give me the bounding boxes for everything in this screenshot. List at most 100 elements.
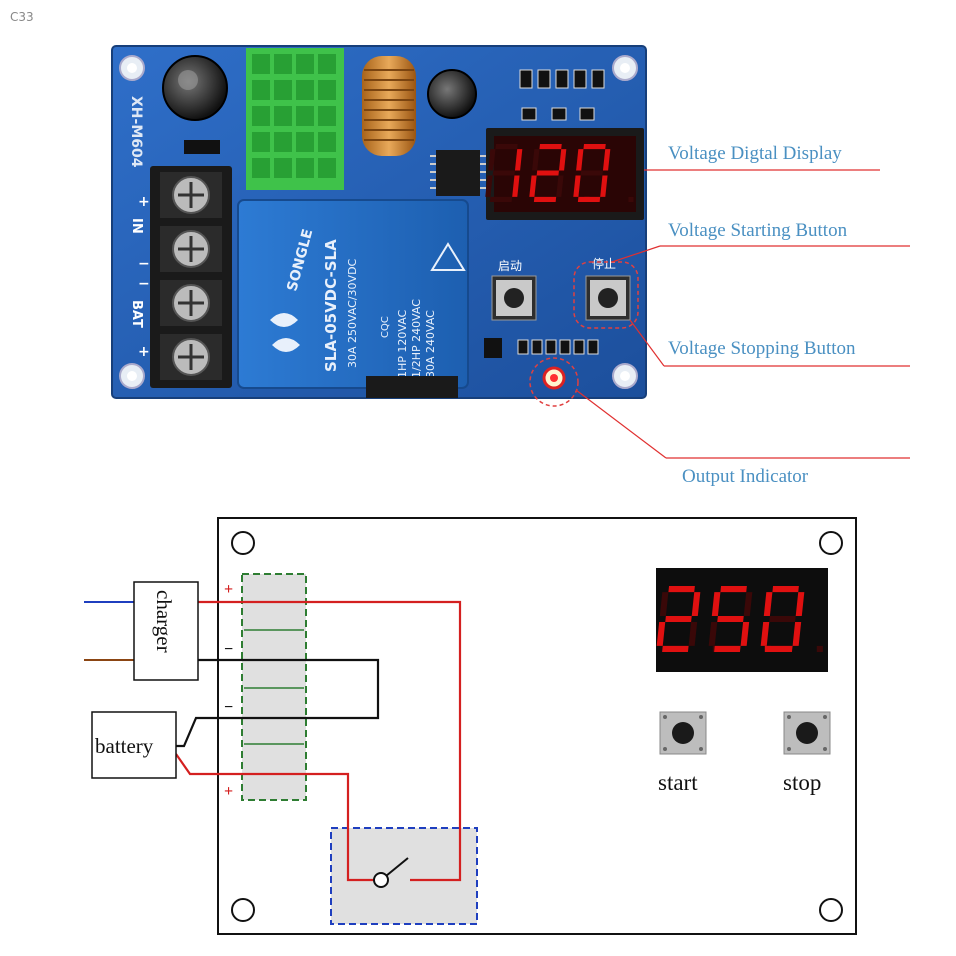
relay-rating: 1/2HP 240VAC xyxy=(410,299,423,378)
display-segment xyxy=(691,592,701,616)
board-model-text: XH-M604 xyxy=(128,96,144,168)
display-segment xyxy=(536,170,559,176)
display-segment xyxy=(485,175,493,197)
battery-label: battery xyxy=(95,734,154,758)
display-segment xyxy=(488,149,496,171)
display-segment xyxy=(763,592,773,616)
display-segment xyxy=(769,615,796,623)
stop-label-cn: 停止 xyxy=(592,256,616,271)
display-segment xyxy=(792,622,802,646)
stop-button[interactable] xyxy=(783,711,831,755)
display-segment xyxy=(659,592,669,616)
display-segment xyxy=(740,622,750,646)
capacitor-icon xyxy=(162,55,228,121)
display-segment xyxy=(772,586,799,593)
display-segment xyxy=(743,592,753,616)
relay-model: SLA-05VDC-SLA xyxy=(322,239,340,372)
battery-box xyxy=(91,711,177,779)
indicator-highlight xyxy=(529,357,579,407)
display-segment xyxy=(720,586,747,593)
relay-switch-icon xyxy=(373,857,409,888)
relay-rating: 30A 240VAC xyxy=(424,310,437,378)
display-segment xyxy=(489,196,513,203)
display-segment xyxy=(576,149,584,171)
callout-stop-button: Voltage Stopping Button xyxy=(668,338,856,359)
black-wires xyxy=(176,658,380,748)
terminal-sign: − xyxy=(224,641,233,658)
display-segment xyxy=(711,592,721,616)
callout-output-indicator: Output Indicator xyxy=(682,466,809,487)
display-segment xyxy=(514,149,523,171)
display-segment xyxy=(495,144,518,150)
display-segment xyxy=(760,622,770,646)
display-segment xyxy=(573,175,581,197)
display-segment xyxy=(600,175,608,197)
charger-label: charger xyxy=(152,590,176,653)
callout-display: Voltage Digtal Display xyxy=(668,143,842,164)
screw-icon xyxy=(160,172,222,218)
display-segment xyxy=(766,645,793,652)
relay-rating: 30A 250VAC/30VDC xyxy=(346,258,359,368)
terminal-label: + xyxy=(138,344,150,360)
wiring-diagram: charger battery + − − + start stop xyxy=(84,517,857,935)
display-segment xyxy=(533,196,557,203)
board-seven-segment-display xyxy=(485,128,644,220)
display-segment xyxy=(714,645,741,652)
relay-switch-box xyxy=(330,827,478,925)
terminal-label: IN xyxy=(129,218,144,234)
output-indicator-led xyxy=(542,366,566,390)
terminal-label: − xyxy=(138,276,150,292)
callout-start-button: Voltage Starting Button xyxy=(668,220,848,241)
display-segment xyxy=(665,615,692,623)
display-segment xyxy=(539,144,562,150)
display-segment xyxy=(662,645,689,652)
relay-rating: 1HP 120VAC xyxy=(396,309,409,378)
corner-label: C33 xyxy=(10,10,34,24)
display-segment xyxy=(492,170,515,176)
start-button[interactable] xyxy=(491,275,537,321)
screw-icon xyxy=(160,226,222,272)
diode-icon xyxy=(184,140,220,154)
screw-icon xyxy=(160,280,222,326)
terminal-label: + xyxy=(138,194,150,210)
display-segment xyxy=(583,144,606,150)
warning-icon xyxy=(430,242,466,271)
heatsink-icon xyxy=(246,48,344,190)
inductor-icon xyxy=(362,56,416,156)
relay-base xyxy=(366,376,458,398)
display-segment xyxy=(668,586,695,593)
start-label: start xyxy=(658,770,698,795)
display-segment xyxy=(602,149,611,171)
capacitor-icon xyxy=(427,69,477,119)
terminal-dividers xyxy=(244,629,304,745)
charger-box xyxy=(133,581,199,681)
stop-button-highlight xyxy=(573,261,639,329)
display-segment xyxy=(688,622,698,646)
display-segment xyxy=(577,196,601,203)
terminal-label: − xyxy=(138,256,150,272)
start-button[interactable] xyxy=(659,711,707,755)
terminal-block xyxy=(241,573,307,801)
terminal-sign: + xyxy=(224,581,233,598)
display-segment xyxy=(558,149,567,171)
screw-icon xyxy=(160,334,222,380)
transistor-icon xyxy=(484,338,502,358)
ic-chip-icon xyxy=(430,150,486,196)
display-segment xyxy=(512,175,520,197)
display-segment xyxy=(532,149,540,171)
display-dot xyxy=(628,196,634,202)
terminal-sign: + xyxy=(224,783,233,800)
display-segment xyxy=(717,615,744,623)
display-segment xyxy=(580,170,603,176)
diagram-seven-segment-display xyxy=(656,568,828,672)
stop-button[interactable] xyxy=(585,275,631,321)
mounting-hole-icon xyxy=(231,531,843,922)
callout-lines xyxy=(575,169,910,459)
mounting-hole-icon xyxy=(119,55,638,389)
display-segment xyxy=(708,622,718,646)
display-segment xyxy=(529,175,537,197)
start-label-cn: 启动 xyxy=(498,259,522,273)
display-dot xyxy=(816,645,823,652)
relay-cert: CQC xyxy=(380,316,391,338)
terminal-sign: − xyxy=(224,699,233,716)
